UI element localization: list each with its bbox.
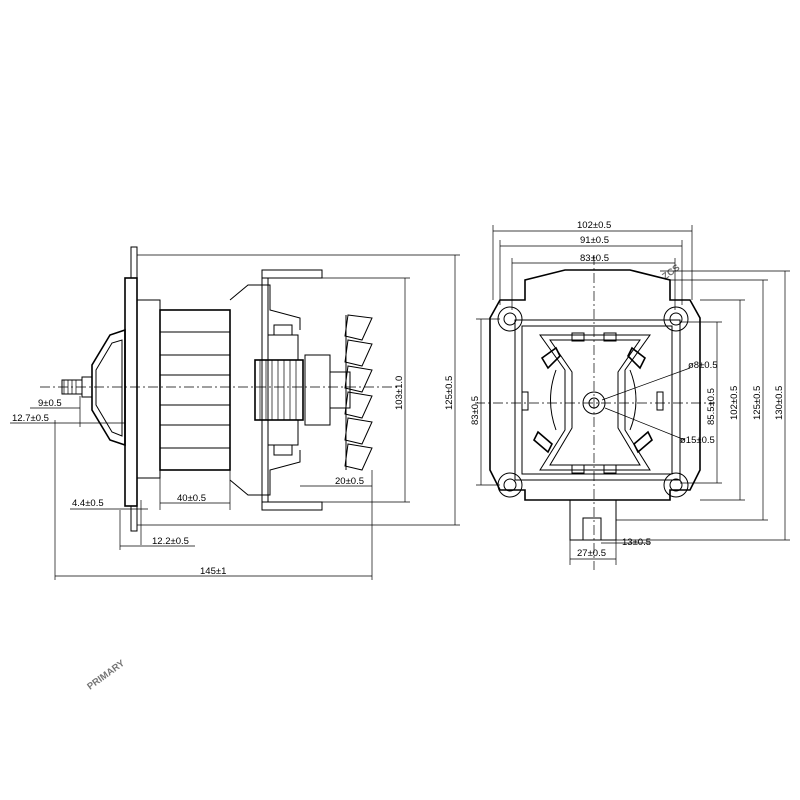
- bottom-lug: [569, 499, 617, 541]
- end-bell: [91, 328, 126, 447]
- dim-width-top: 102±0.5: [577, 220, 611, 231]
- dim-stator-len: 40±0.5: [177, 493, 206, 504]
- dim-bore: ø15±0.5: [680, 435, 715, 446]
- dim-height-outer: 125±0.5: [444, 376, 455, 410]
- dim-hole-small: ø8±0.5: [688, 360, 718, 371]
- dim-shaft-len: 12.7±0.5: [12, 413, 49, 424]
- front-view: 102±0.5 91±0.5 83±0.5 ø8±0.5 ø15±0.5 83±…: [470, 220, 790, 570]
- impeller-fan: [344, 314, 373, 471]
- dim-fan-width: 20±0.5: [335, 476, 364, 487]
- dim-flange-thk: 4.4±0.5: [72, 498, 104, 509]
- watermark-text: PRIMARY: [85, 658, 127, 693]
- dim-h-130: 130±0.5: [774, 386, 785, 420]
- brush-holder-bottom: [267, 419, 299, 446]
- front-body: [489, 269, 701, 501]
- dim-flange-offset: 12.2±0.5: [152, 536, 189, 547]
- winding-slots: [521, 332, 664, 474]
- dim-bottom-offset: 13±0.5: [622, 537, 651, 548]
- mounting-flange: [124, 277, 138, 507]
- watermark: PRIMARY: [85, 658, 127, 693]
- dim-bottom-width: 27±0.5: [577, 548, 606, 559]
- stator-core: [159, 309, 231, 471]
- side-view: 9±0.5 12.7±0.5 4.4±0.5 40±0.5 20±0.5 12.…: [10, 246, 460, 580]
- dim-h-102: 102±0.5: [729, 386, 740, 420]
- side-dimensions: 9±0.5 12.7±0.5 4.4±0.5 40±0.5 20±0.5 12.…: [10, 254, 460, 580]
- dim-h-125: 125±0.5: [752, 386, 763, 420]
- front-dimensions: 102±0.5 91±0.5 83±0.5 ø8±0.5 ø15±0.5 83±…: [470, 220, 790, 565]
- dim-width-mid: 91±0.5: [580, 235, 609, 246]
- dim-shaft-dia: 9±0.5: [38, 398, 62, 409]
- bearing: [304, 354, 331, 426]
- dim-left-height: 83±0.5: [470, 396, 481, 425]
- watermark-sub: ZCS: [660, 262, 682, 282]
- dim-width-inner: 83±0.5: [580, 253, 609, 264]
- brush-holder-top: [267, 334, 299, 361]
- dim-h-855: 85.5±0.5: [706, 388, 717, 425]
- dim-height-inner: 103±1.0: [394, 376, 405, 410]
- dim-overall-length: 145±1: [200, 566, 226, 577]
